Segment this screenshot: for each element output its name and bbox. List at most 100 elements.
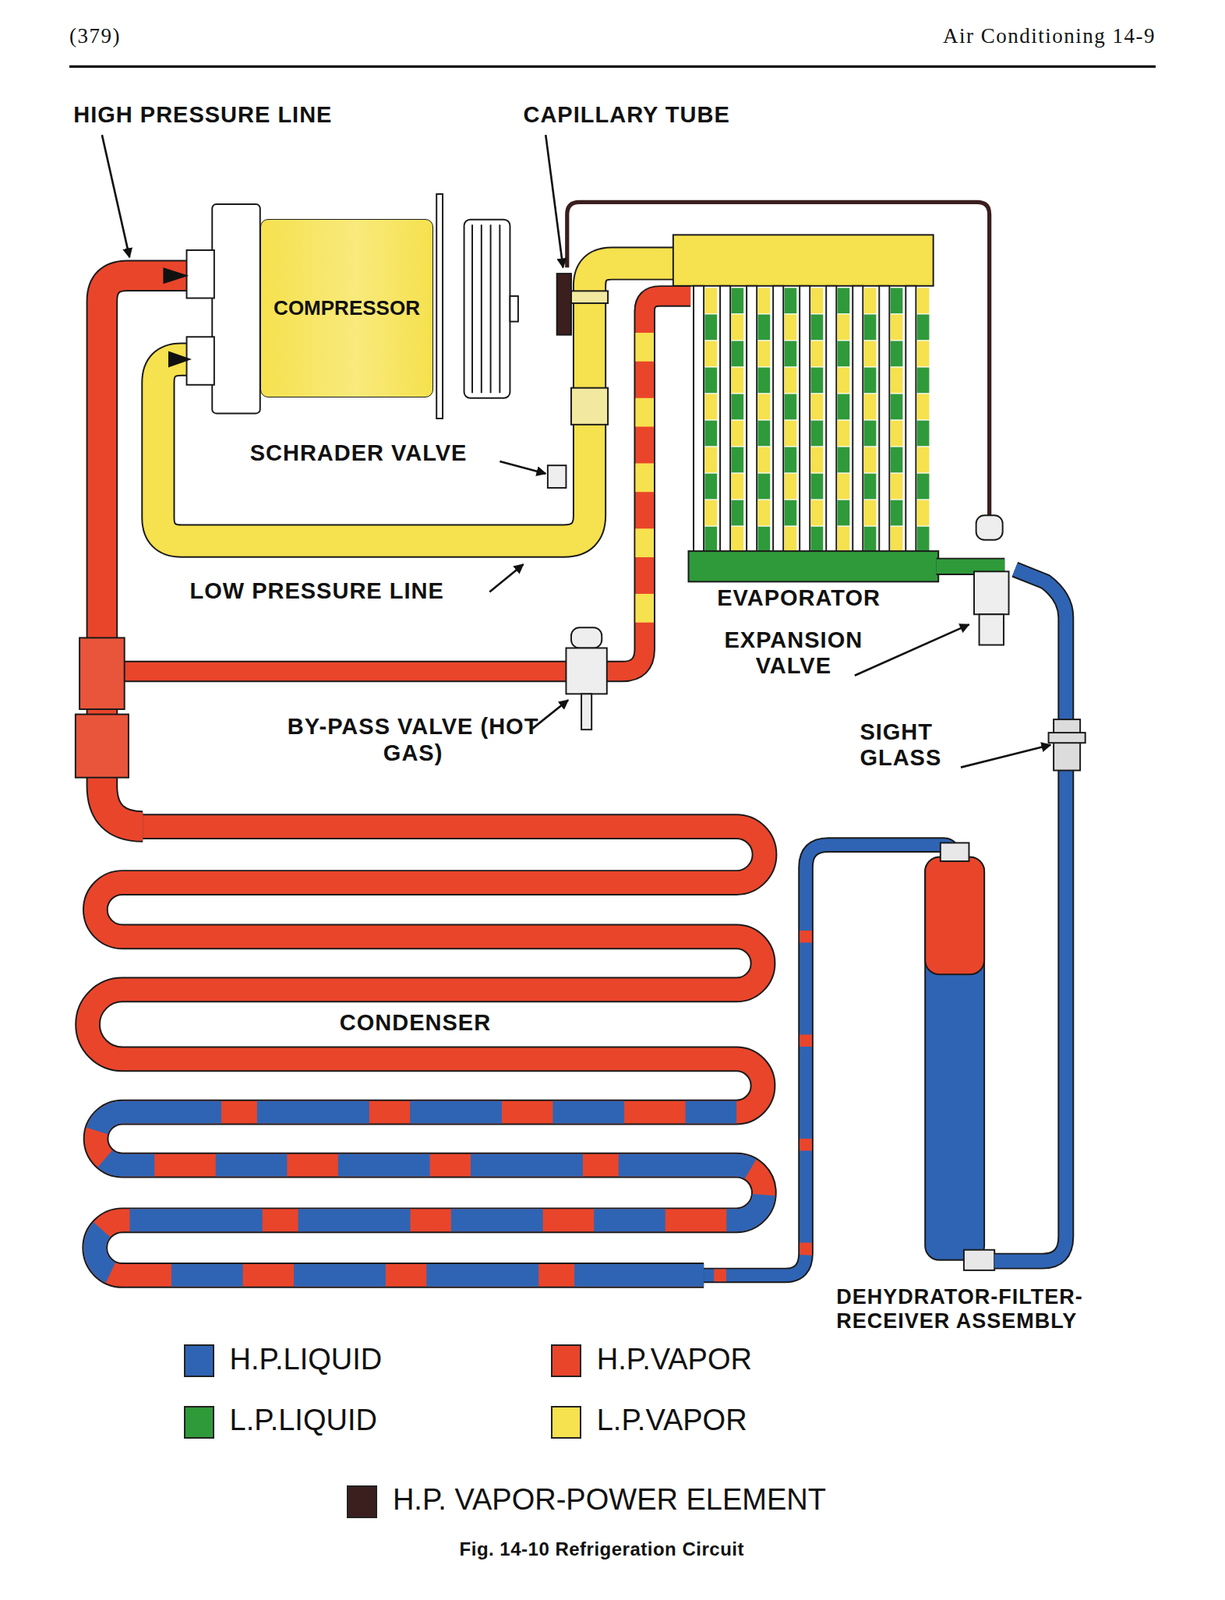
line-fitting (571, 388, 608, 425)
part-label: HIGH PRESSURE LINE (73, 102, 332, 128)
evaporator-fin (811, 473, 824, 500)
union-fitting (75, 714, 129, 778)
evaporator-fin (704, 420, 717, 447)
expansion-valve (974, 571, 1010, 615)
legend-text: L.P.LIQUID (229, 1404, 378, 1437)
evaporator-fin (837, 473, 851, 500)
evaporator-fin (837, 420, 851, 447)
page-number: (379) (69, 24, 121, 49)
evaporator-tube (826, 285, 837, 554)
evaporator-fin (784, 473, 798, 500)
leader-line (854, 624, 970, 675)
evaporator-fin (730, 526, 744, 553)
legend-swatch (550, 1344, 582, 1377)
evaporator-fin (704, 526, 717, 553)
bypass-valve-cap (571, 627, 602, 648)
evaporator-tube (879, 285, 890, 554)
evaporator-fin (917, 420, 930, 447)
part-label: EXPANSION VALVE (716, 627, 870, 680)
evaporator-fin (811, 526, 824, 553)
part-label: EVAPORATOR (716, 585, 881, 611)
evaporator-fin (784, 394, 798, 421)
evaporator-fin (837, 287, 851, 314)
leader-line (545, 134, 563, 268)
flow-arrow (168, 351, 192, 368)
evaporator-fin (890, 340, 904, 367)
compressor-body: COMPRESSOR (260, 218, 435, 398)
evaporator-fin (837, 394, 851, 421)
evaporator-fin (784, 340, 798, 367)
evaporator-fin (758, 394, 771, 421)
evaporator-tube (720, 285, 731, 554)
page-header: Air Conditioning 14-9 (942, 24, 1156, 49)
part-label: BY-PASS VALVE (HOT GAS) (285, 713, 541, 767)
suction-port (187, 336, 215, 385)
discharge-port (187, 250, 215, 299)
evaporator-fin (704, 500, 717, 527)
part-label: CAPILLARY TUBE (522, 102, 730, 128)
evaporator-fin (758, 420, 771, 447)
evaporator-fin (864, 500, 877, 527)
receiver-vapor (924, 857, 985, 975)
pulley-groove (471, 224, 474, 393)
evaporator-fin (917, 394, 930, 421)
evaporator-fin (758, 314, 771, 340)
evaporator-fin (811, 420, 824, 447)
evaporator-fin (704, 340, 717, 367)
compressor-flange (211, 204, 261, 414)
receiver-body (924, 857, 985, 1261)
evaporator-fin (917, 447, 930, 474)
legend-swatch (183, 1405, 215, 1439)
evaporator-tube (905, 285, 916, 554)
evaporator-fin (917, 367, 930, 394)
evaporator-tube (693, 285, 704, 554)
evaporator-tube (799, 285, 810, 554)
evaporator-fin (704, 314, 717, 340)
compressor-shaft (509, 296, 518, 322)
evaporator-fin (730, 500, 744, 527)
part-label: CONDENSER (339, 1009, 491, 1036)
evaporator-fin (730, 394, 744, 421)
expansion-valve-stem (979, 614, 1004, 645)
evaporator-fin (730, 340, 744, 367)
component-name: COMPRESSOR (273, 296, 421, 321)
evaporator-fin (811, 500, 824, 527)
pulley-groove (498, 224, 501, 393)
evaporator-fin (917, 314, 930, 340)
condenser-coil (88, 826, 765, 1276)
evaporator-fin (917, 473, 930, 500)
leader-line (489, 564, 523, 592)
evaporator-fin (890, 367, 904, 394)
evaporator-fin (758, 287, 771, 314)
part-label: LOW PRESSURE LINE (189, 578, 444, 604)
evaporator-fin (730, 287, 744, 314)
evaporator-fin (837, 447, 851, 474)
evaporator-fin (864, 447, 877, 474)
evaporator-fin (811, 367, 824, 394)
evaporator-fin (730, 314, 744, 340)
evaporator-fin (890, 447, 904, 474)
leader-line (499, 461, 546, 474)
evaporator-fin (784, 314, 798, 340)
evaporator-fin (864, 420, 877, 447)
legend-text: L.P.VAPOR (596, 1404, 748, 1437)
evaporator-fin (784, 420, 798, 447)
evaporator-fin (890, 314, 904, 340)
evaporator-fin (784, 287, 798, 314)
evaporator-fin (811, 340, 824, 367)
evaporator-fin (758, 367, 771, 394)
evaporator-fin (730, 420, 744, 447)
legend-swatch (550, 1405, 582, 1439)
sight-glass (1053, 719, 1081, 770)
evaporator-fin (730, 367, 744, 394)
liquid-line (994, 569, 1067, 1261)
power-element (976, 515, 1003, 540)
evaporator-fin (704, 287, 717, 314)
evaporator-fin (890, 287, 904, 314)
schrader-valve (547, 465, 567, 488)
header-rule (69, 65, 1156, 68)
clutch-pulley (464, 219, 511, 399)
condenser-coil-outline (88, 826, 765, 1276)
evaporator-fin (917, 526, 930, 553)
legend-swatch (346, 1485, 378, 1519)
